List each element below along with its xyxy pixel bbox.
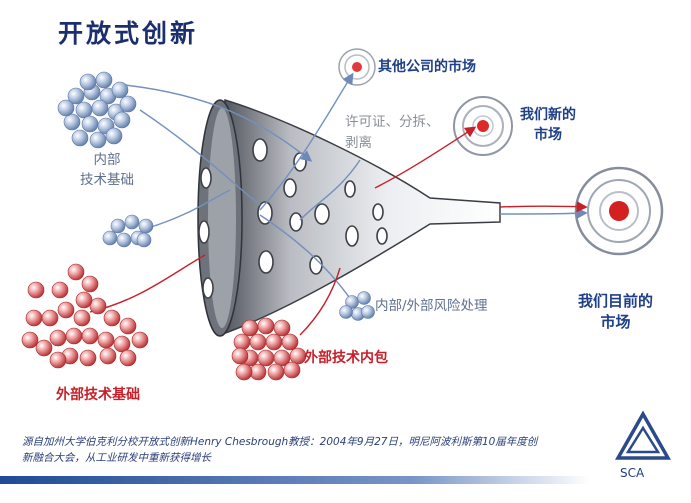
sphere [81, 115, 99, 133]
funnel-holes [198, 138, 388, 299]
label-our-new-market-line2: 市场 [534, 127, 562, 143]
sphere [249, 333, 267, 351]
label-licensing: 许可证、分拆、 剥离 [345, 112, 440, 154]
sphere [136, 232, 152, 248]
sphere [63, 113, 81, 131]
sphere [67, 87, 85, 105]
target-our-current-market [574, 166, 664, 256]
sphere [103, 309, 121, 327]
sphere [57, 301, 75, 319]
sphere [49, 351, 67, 369]
sphere [79, 349, 97, 367]
sphere [102, 230, 118, 246]
label-internal-tech-base-line1: 内部 [93, 152, 121, 168]
label-licensing-line1: 许可证、分拆、 [345, 114, 440, 130]
sphere [124, 214, 140, 230]
sphere [233, 333, 251, 351]
sphere [81, 327, 99, 345]
sphere [289, 347, 307, 365]
label-our-new-market: 我们新的 市场 [520, 105, 576, 145]
sphere [249, 363, 267, 381]
sphere [71, 129, 89, 147]
sphere [79, 73, 97, 91]
sphere [116, 232, 132, 248]
sphere [75, 291, 93, 309]
label-risk-handling: 内部/外部风险处理 [375, 298, 488, 314]
sphere [267, 363, 285, 381]
sphere [89, 297, 107, 315]
sphere [111, 81, 129, 99]
sphere [99, 347, 117, 365]
sphere [241, 319, 259, 337]
logo-text: SCA [620, 466, 645, 480]
sphere [41, 309, 59, 327]
sphere [49, 329, 67, 347]
label-external-tech-base: 外部技术基础 [56, 387, 140, 403]
label-our-current-market: 我们目前的 市场 [578, 291, 653, 333]
sphere [51, 281, 69, 299]
sphere [119, 317, 137, 335]
target-our-new-market [453, 96, 513, 156]
sphere [97, 331, 115, 349]
sphere [119, 349, 137, 367]
sphere [361, 305, 375, 319]
sphere [257, 317, 275, 335]
internal-tech-spheres-small [102, 214, 154, 248]
sphere [113, 111, 131, 129]
label-our-new-market-line1: 我们新的 [520, 107, 576, 123]
sphere [357, 291, 371, 305]
label-internal-tech-base: 内部 技术基础 [80, 150, 134, 190]
sphere [119, 95, 137, 113]
sphere [65, 327, 83, 345]
sphere [81, 275, 99, 293]
sphere [75, 101, 93, 119]
sphere [339, 305, 353, 319]
sphere [25, 309, 43, 327]
sphere [281, 333, 299, 351]
sphere [95, 71, 113, 89]
label-other-company-market: 其他公司的市场 [378, 59, 476, 75]
funnel-body [219, 98, 501, 337]
sphere [91, 99, 109, 117]
page-title: 开放式创新 [58, 19, 199, 48]
sphere [73, 309, 91, 327]
target-other-company [338, 48, 376, 86]
sphere [283, 361, 301, 379]
sphere [105, 127, 123, 145]
external-outsourcing-spheres [231, 317, 307, 381]
sphere [89, 131, 107, 149]
internal-tech-spheres [57, 71, 137, 149]
label-licensing-line2: 剥离 [345, 135, 372, 151]
sphere [265, 333, 283, 351]
sphere [138, 218, 154, 234]
sphere [273, 319, 291, 337]
label-our-current-market-line1: 我们目前的 [578, 292, 654, 310]
label-our-current-market-line2: 市场 [600, 313, 631, 331]
sphere [27, 281, 45, 299]
sphere [231, 347, 249, 365]
source-note: 源自加州大学伯克利分校开放式创新Henry Chesbrough教授：2004年… [22, 436, 538, 464]
sphere [35, 339, 53, 357]
sphere [345, 295, 359, 309]
sphere [110, 218, 126, 234]
label-internal-tech-base-line2: 技术基础 [80, 172, 134, 188]
bottom-bar [0, 476, 590, 484]
sphere [235, 363, 253, 381]
sca-logo-icon [614, 410, 672, 460]
sphere [257, 349, 275, 367]
risk-spheres [339, 291, 375, 321]
external-tech-spheres [21, 263, 149, 369]
internal-flow-arrows [124, 72, 588, 306]
sphere [67, 263, 85, 281]
sphere [113, 335, 131, 353]
sphere [21, 331, 39, 349]
label-external-outsourcing: 外部技术内包 [304, 350, 388, 366]
sphere [57, 99, 75, 117]
sphere [131, 331, 149, 349]
